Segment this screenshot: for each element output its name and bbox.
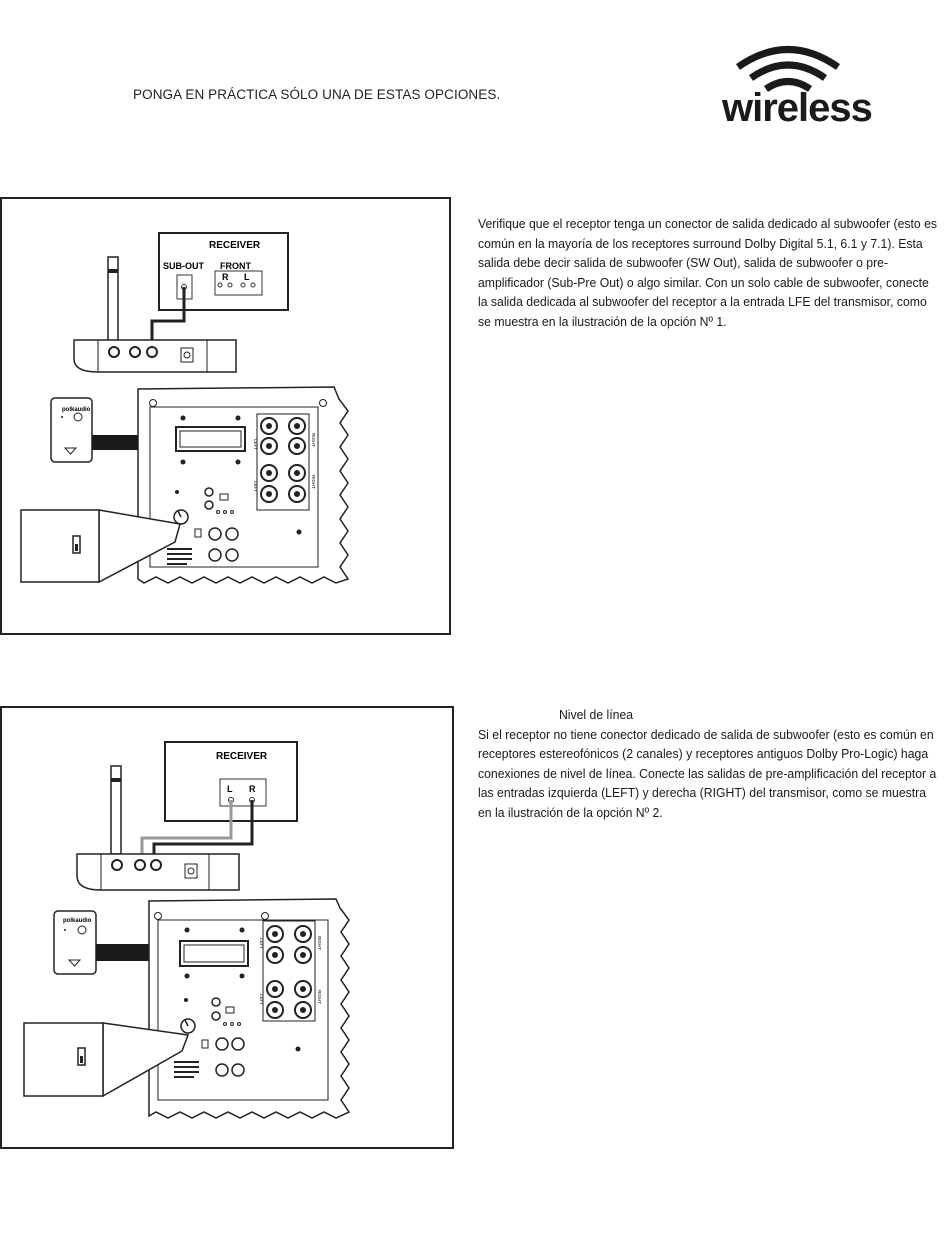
right-label-top: RIGHT <box>311 433 316 447</box>
wireless-logo: wireless <box>718 40 898 140</box>
right-label-bottom: RIGHT <box>311 475 316 489</box>
front-label: FRONT <box>220 261 251 271</box>
logo-wordmark: wireless <box>722 86 873 130</box>
remote-control: polkaudio <box>50 397 93 463</box>
arrow-icon <box>92 426 180 459</box>
option1-paragraph: Verifique que el receptor tenga un conec… <box>478 216 938 329</box>
subwoofer-panel: LEFT RIGHT LEFT RIGHT <box>148 898 351 1119</box>
left-label-bottom: LEFT <box>259 994 264 1005</box>
right-cable <box>152 800 254 860</box>
front-r-label: R <box>222 272 229 282</box>
receiver-label: RECEIVER <box>216 751 268 762</box>
right-label-top: RIGHT <box>317 936 322 950</box>
option1-diagram: RECEIVER SUB-OUT FRONT R L <box>0 197 451 635</box>
front-l-label: L <box>244 272 250 282</box>
transmitter <box>73 256 237 373</box>
remote-brand: polkaudio <box>62 407 91 413</box>
receiver-r-label: R <box>249 784 256 794</box>
receiver-l-label: L <box>227 784 233 794</box>
wifi-icon <box>735 46 841 92</box>
left-label-bottom: LEFT <box>253 481 258 492</box>
option2-diagram: RECEIVER L R polkaudio <box>0 706 454 1149</box>
callout-magnifier <box>23 1022 190 1098</box>
remote-brand: polkaudio <box>63 918 92 924</box>
option2-text: Nivel de línea Si el receptor no tiene c… <box>478 705 941 823</box>
callout-magnifier <box>20 509 181 584</box>
left-label-top: LEFT <box>253 439 258 450</box>
sub-out-label: SUB-OUT <box>163 261 204 271</box>
receiver-box: RECEIVER SUB-OUT FRONT R L <box>158 232 289 311</box>
option2-heading: Nivel de línea <box>558 707 634 722</box>
subwoofer-panel: LEFT RIGHT LEFT RIGHT <box>137 386 350 584</box>
remote-control: polkaudio <box>53 910 97 975</box>
left-label-top: LEFT <box>259 938 264 949</box>
arrow-icon <box>96 935 185 970</box>
right-label-bottom: RIGHT <box>317 990 322 1004</box>
receiver-label: RECEIVER <box>209 240 261 251</box>
option2-paragraph: Si el receptor no tiene conector dedicad… <box>478 726 937 820</box>
transmitter <box>76 765 240 891</box>
left-cable <box>140 800 233 860</box>
intro-text: PONGA EN PRÁCTICA SÓLO UNA DE ESTAS OPCI… <box>133 87 501 102</box>
subwoofer-cable <box>150 287 186 347</box>
